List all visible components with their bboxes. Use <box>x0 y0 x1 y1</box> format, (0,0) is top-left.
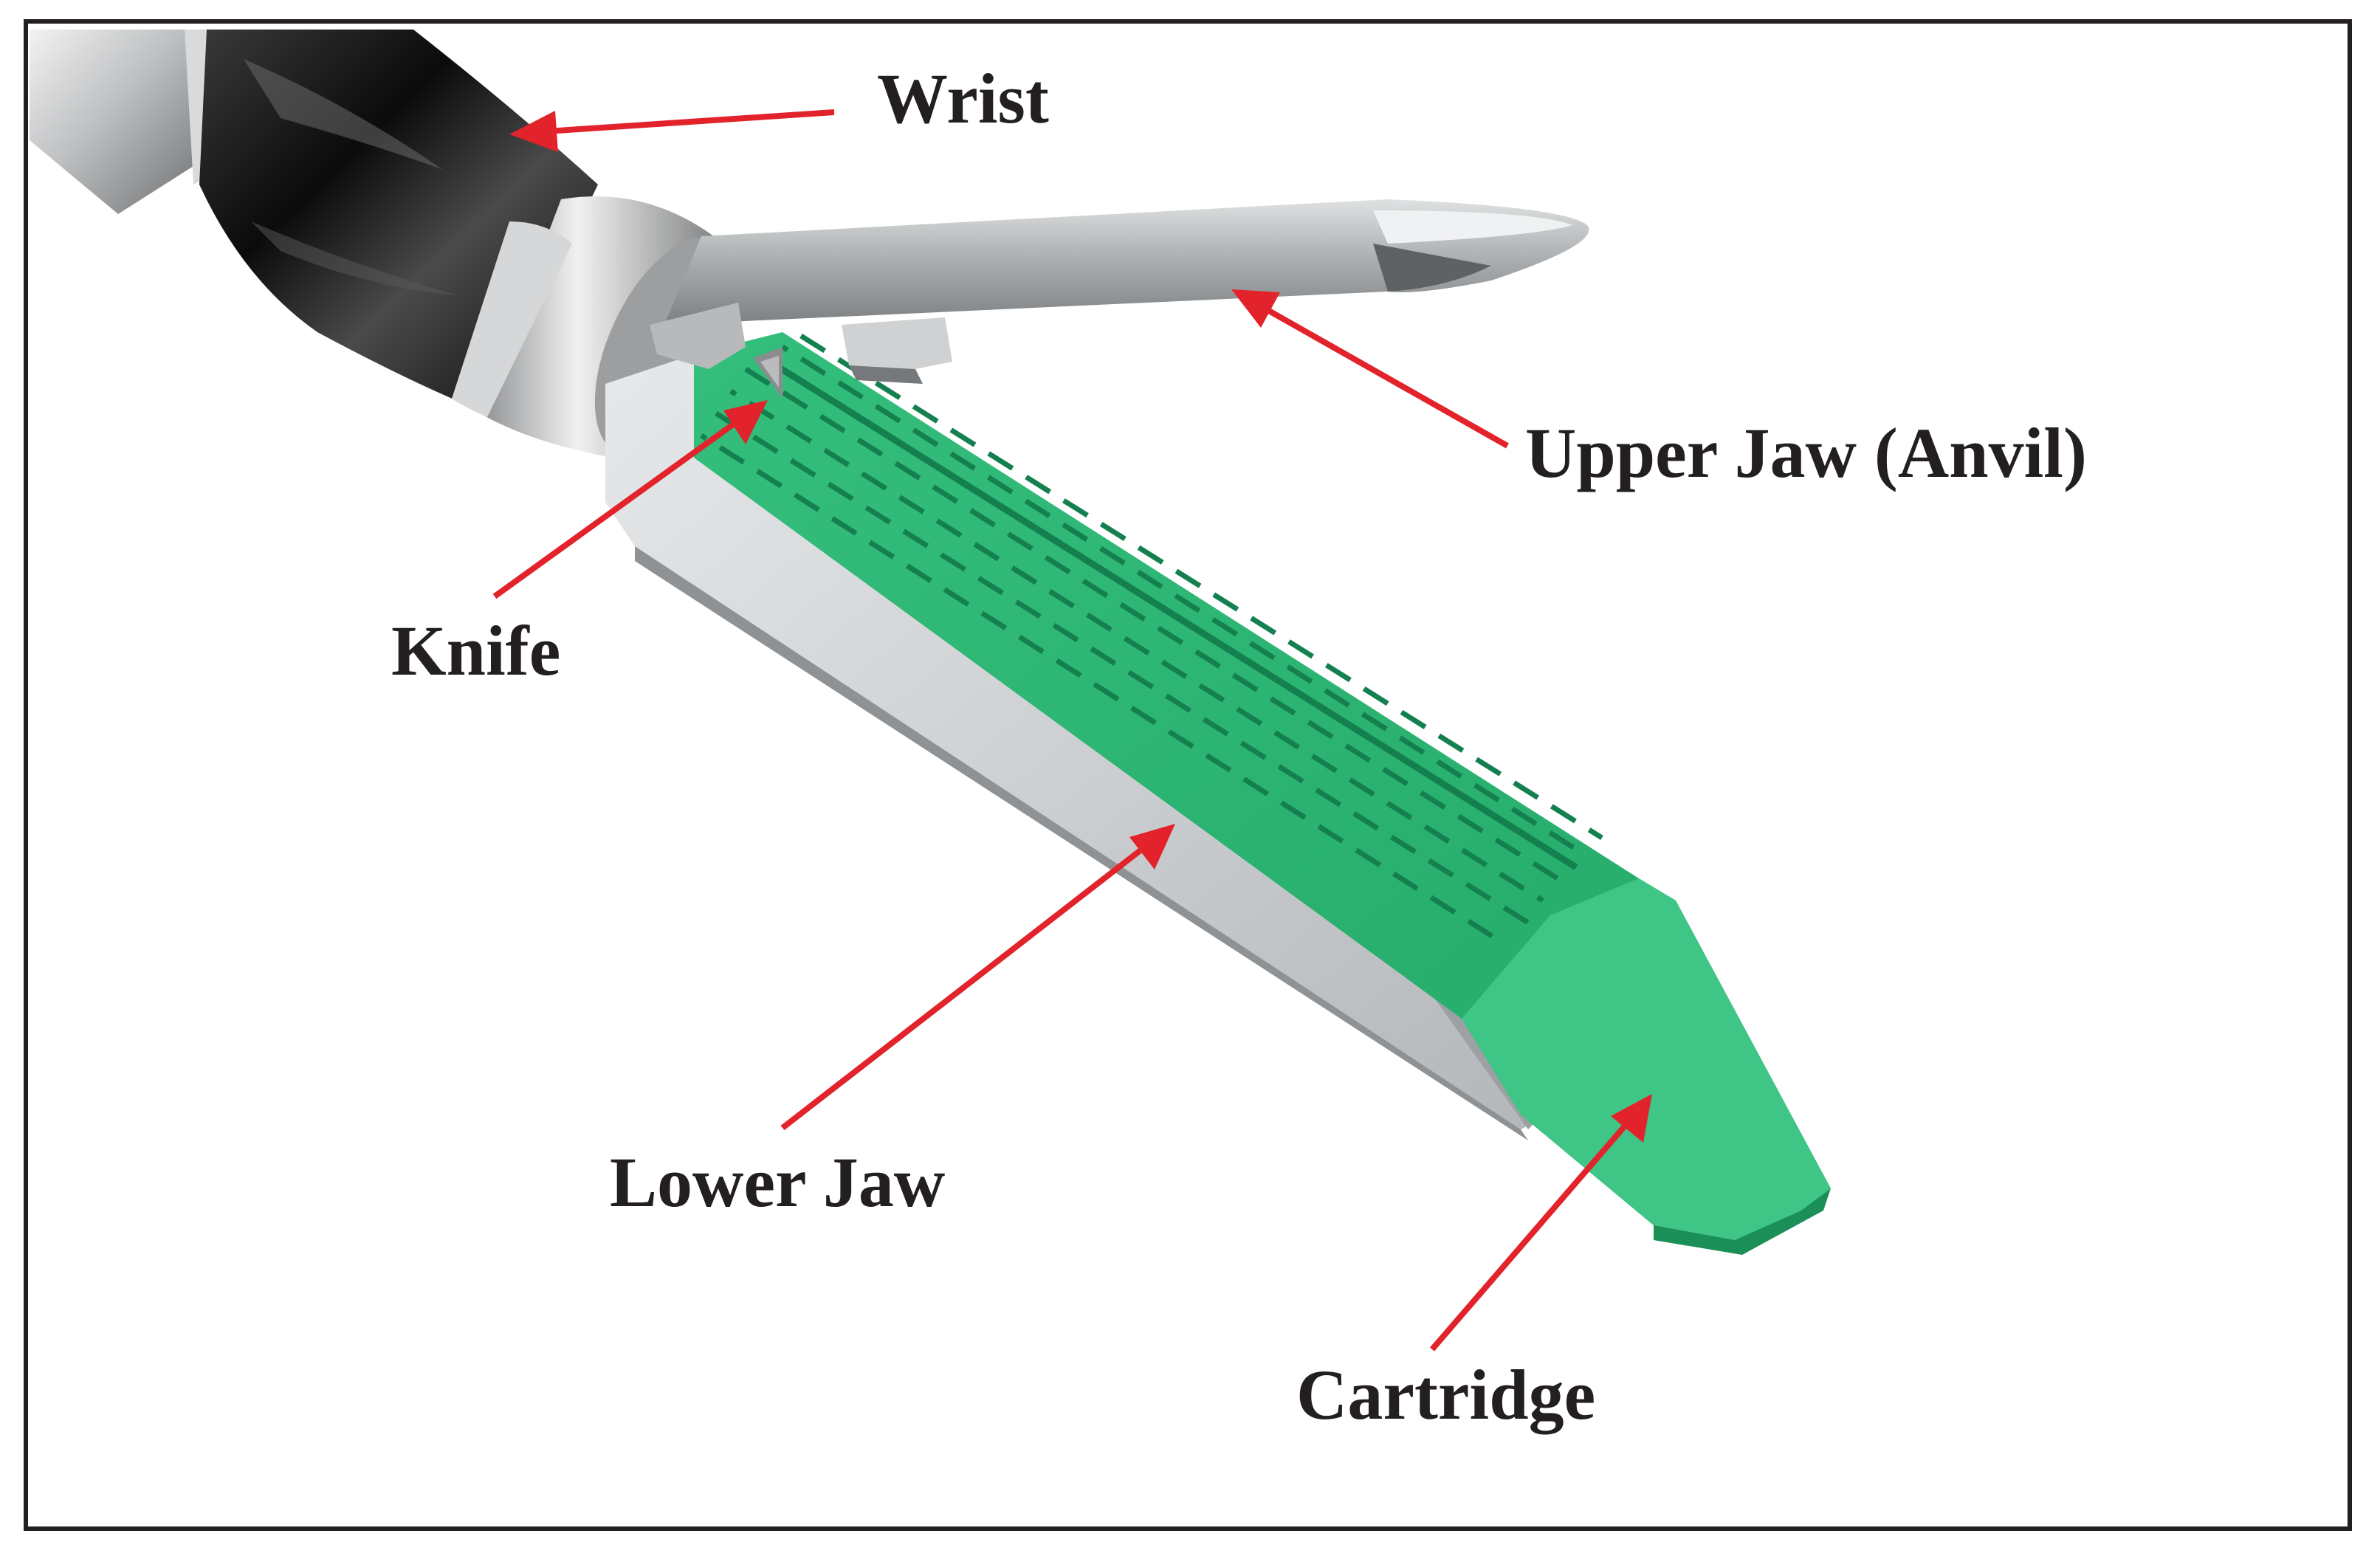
pointer-arrows <box>492 109 1652 1352</box>
knife <box>753 347 783 399</box>
cartridge-body <box>694 332 1831 1255</box>
arrow-icon <box>509 109 835 152</box>
label-knife: Knife <box>391 611 561 690</box>
staple-slots <box>700 334 1603 947</box>
arrow-icon <box>1429 1094 1652 1352</box>
arrow-icon <box>780 824 1175 1131</box>
instrument-shaft <box>30 30 221 214</box>
label-upper-jaw: Upper Jaw (Anvil) <box>1525 413 2087 492</box>
label-wrist: Wrist <box>877 59 1049 138</box>
label-lower-jaw: Lower Jaw <box>610 1143 946 1222</box>
upper-jaw-anvil <box>650 199 1589 384</box>
arrow-icon <box>492 400 768 599</box>
arrow-icon <box>1231 289 1509 449</box>
label-cartridge: Cartridge <box>1296 1355 1596 1434</box>
